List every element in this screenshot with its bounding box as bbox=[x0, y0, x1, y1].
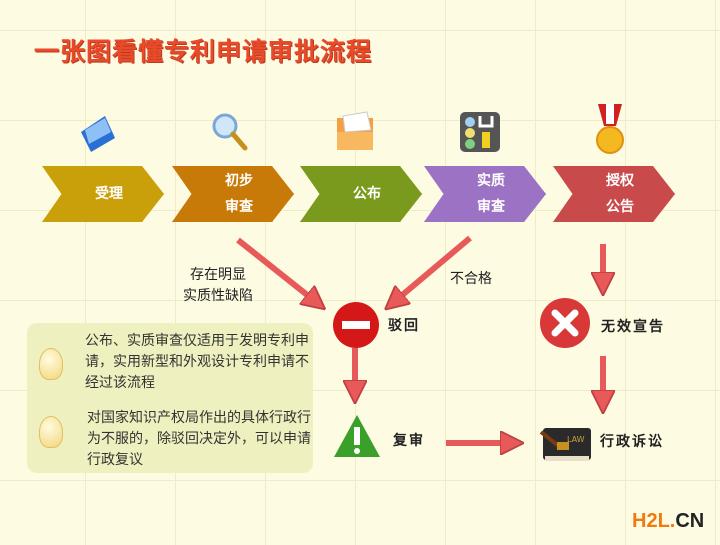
note-text: 对国家知识产权局作出的具体行政行为不服的，除驳回决定外，可以申请行政复议 bbox=[87, 410, 311, 468]
reject-stop-icon bbox=[333, 302, 379, 348]
svg-text:LAW: LAW bbox=[567, 435, 585, 444]
step-substantive-exam: 实质 审查 bbox=[424, 166, 546, 222]
invalid-x-icon bbox=[540, 298, 590, 348]
fail-label: 不合格 bbox=[450, 271, 492, 287]
law-book-gavel-icon: LAW bbox=[539, 428, 591, 461]
review-label: 复审 bbox=[393, 433, 425, 449]
step-accept: 受理 bbox=[42, 166, 164, 222]
step-label: 受理 bbox=[95, 186, 123, 202]
magnifier-icon bbox=[212, 113, 248, 151]
step-label: 授权 公告 bbox=[606, 173, 634, 215]
step-label: 初步 审查 bbox=[225, 173, 253, 215]
notes-box: 公布、实质审查仅适用于发明专利申请，实用新型和外观设计专利申请不经过该流程 对国… bbox=[27, 323, 313, 473]
step-label: 公布 bbox=[353, 186, 381, 202]
step-label: 实质 审查 bbox=[477, 173, 505, 215]
medal-icon bbox=[596, 104, 624, 154]
watermark-logo: H2L.CN bbox=[632, 510, 705, 532]
lightbulb-icon bbox=[39, 348, 63, 380]
note-text: 公布、实质审查仅适用于发明专利申请，实用新型和外观设计专利申请不经过该流程 bbox=[85, 333, 309, 391]
step-publication: 公布 bbox=[300, 166, 422, 222]
page-title: 一张图看懂专利申请审批流程 bbox=[34, 37, 373, 66]
step-grant: 授权 公告 bbox=[553, 166, 675, 222]
arrow-defect-to-reject bbox=[236, 237, 316, 302]
litigation-label: 行政诉讼 bbox=[600, 434, 664, 450]
lightbulb-icon bbox=[39, 416, 63, 448]
warning-icon bbox=[334, 415, 380, 457]
invalid-label: 无效宣告 bbox=[601, 319, 665, 335]
arrow-fail-to-reject bbox=[394, 235, 472, 302]
step-preliminary-exam: 初步 审查 bbox=[172, 166, 294, 222]
folder-icon bbox=[81, 116, 115, 152]
open-folder-icon bbox=[337, 111, 373, 150]
control-panel-icon bbox=[460, 112, 500, 152]
reject-label: 驳回 bbox=[388, 318, 420, 334]
defect-label: 存在明显 实质性缺陷 bbox=[183, 267, 253, 304]
